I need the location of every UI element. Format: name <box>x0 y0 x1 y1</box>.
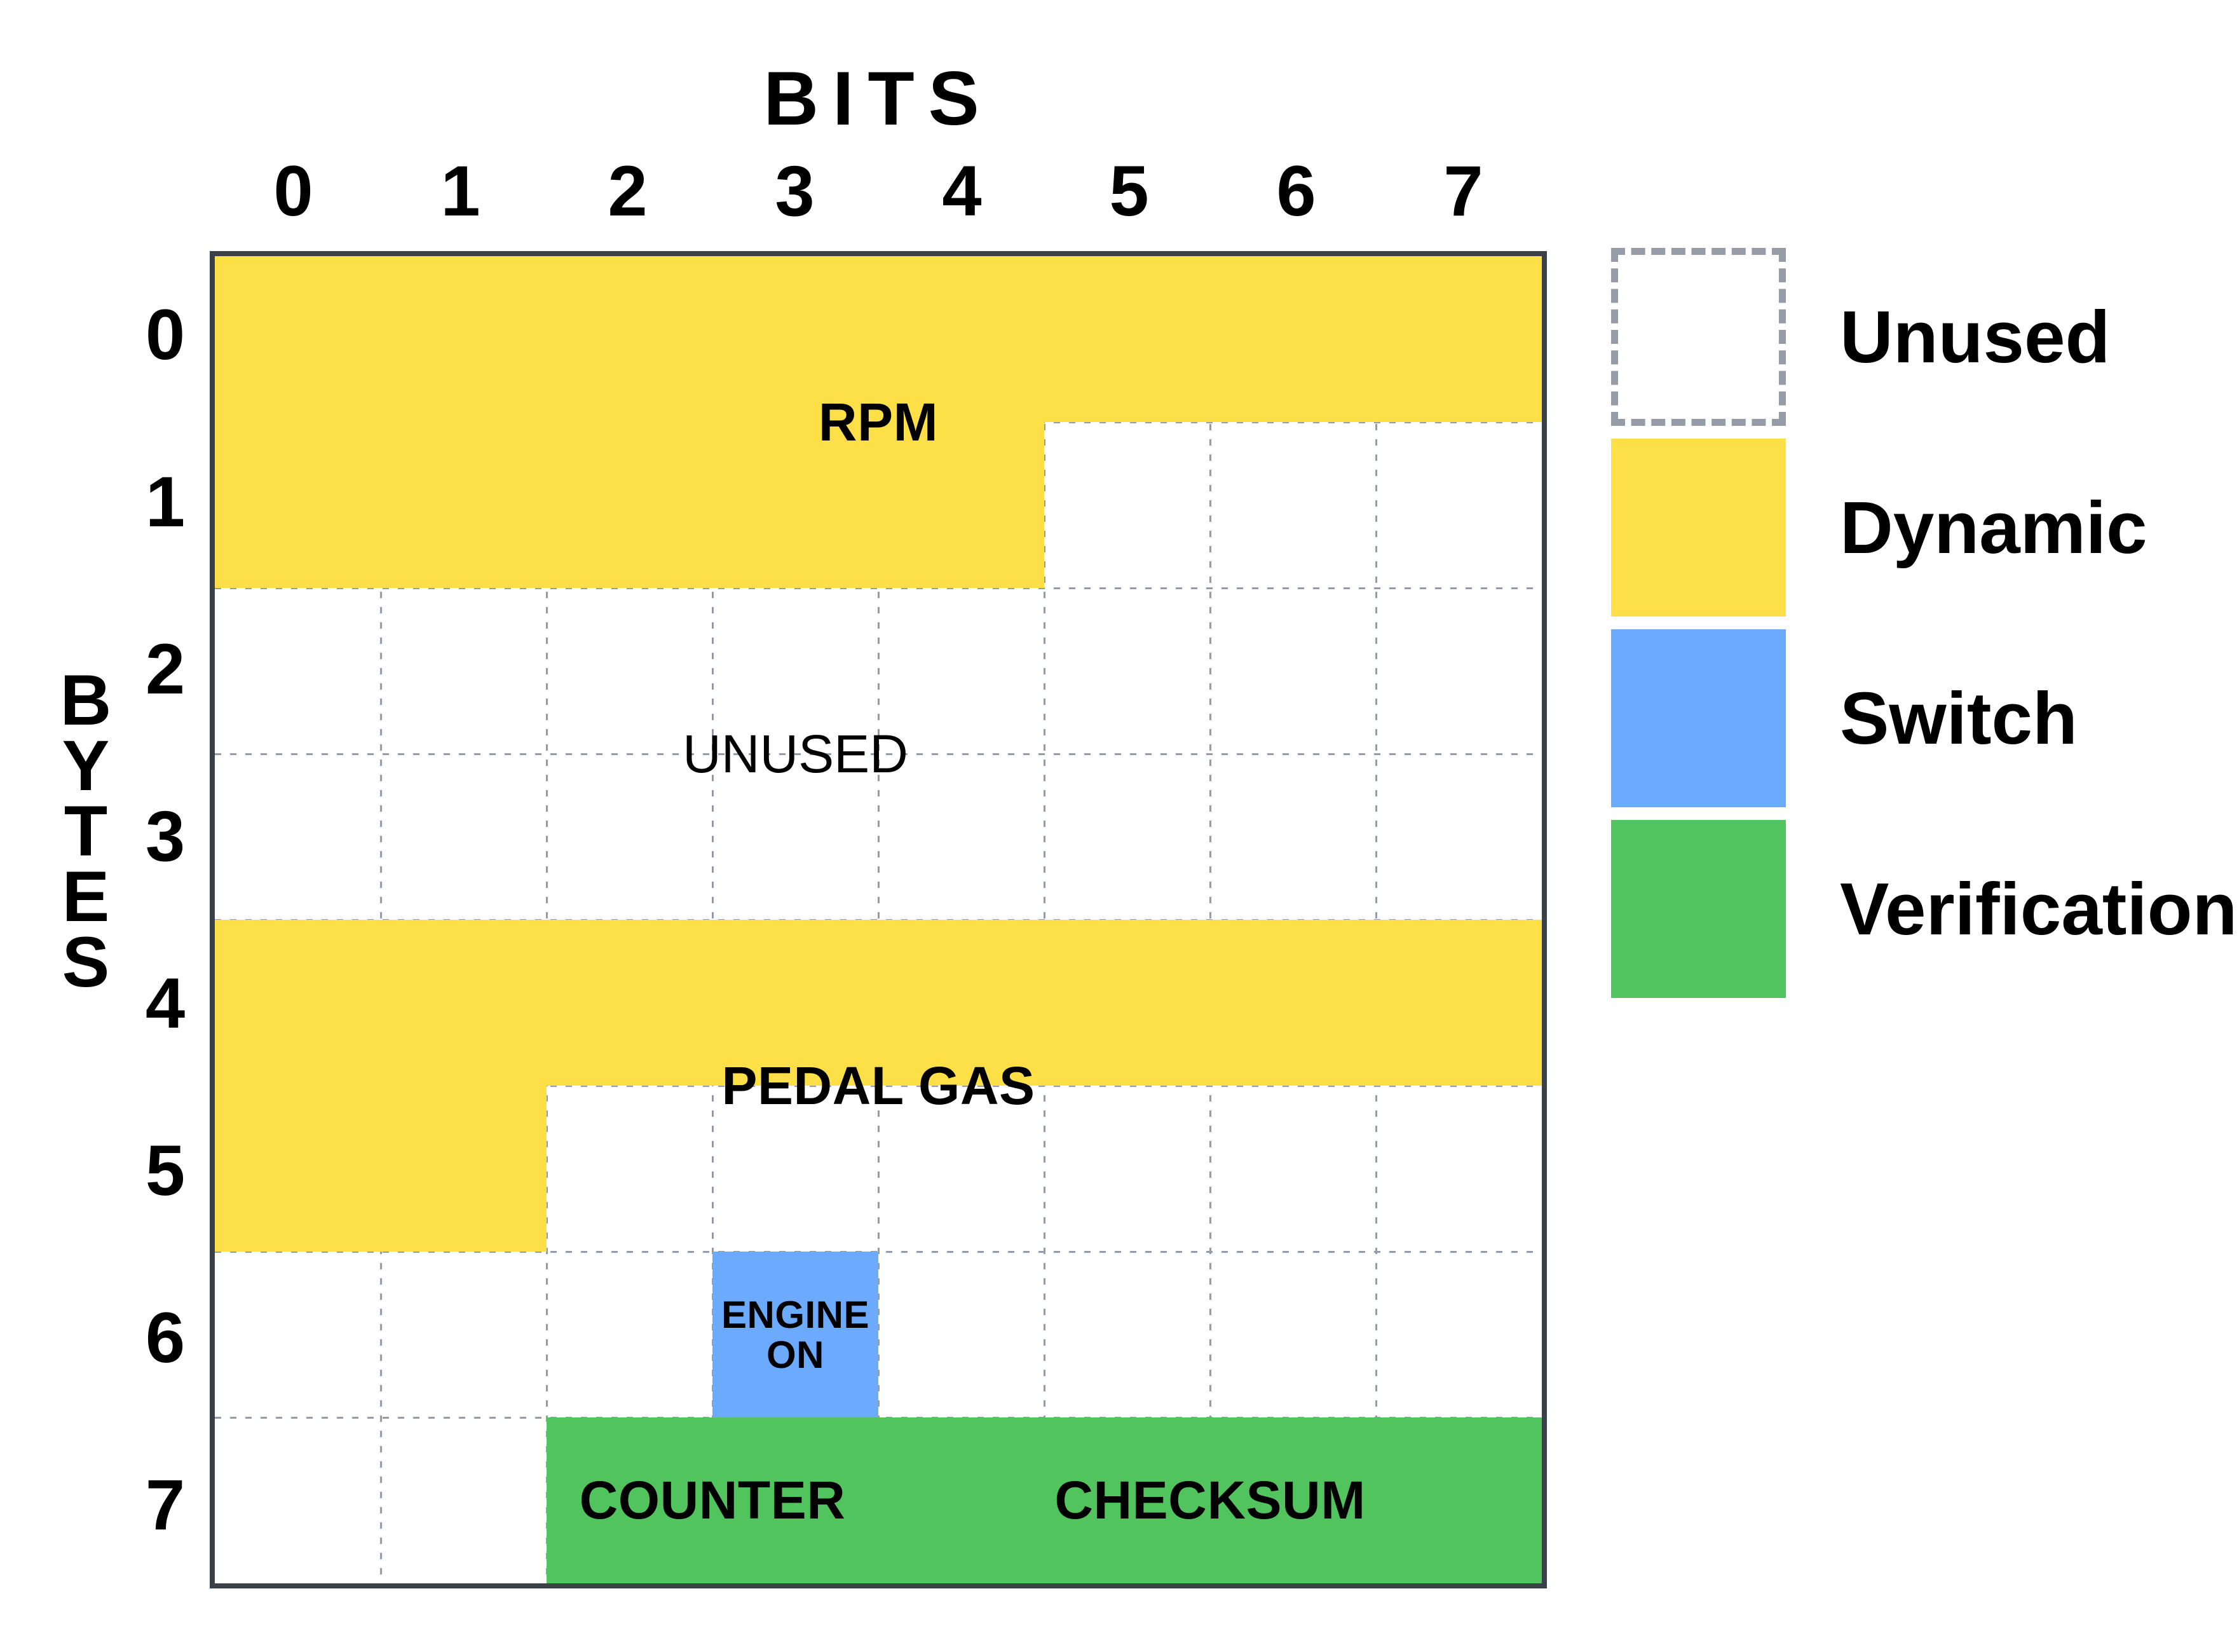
field-block-rpm-head <box>215 256 1542 422</box>
bit-label-4: 4 <box>942 151 982 231</box>
byte-label-0: 0 <box>145 294 186 374</box>
bytes-title-letter-3: E <box>62 857 110 937</box>
legend-item-verification: Verification <box>1611 820 2237 998</box>
legend-swatch-dynamic <box>1611 439 1786 617</box>
bits-axis-title: BITS <box>763 56 993 141</box>
bit-axis: 0 1 2 3 4 5 6 7 <box>210 156 1547 232</box>
field-block-engine-on <box>712 1252 878 1417</box>
byte-axis: 0 1 2 3 4 5 6 7 <box>127 251 203 1588</box>
legend-label-unused: Unused <box>1840 296 2111 378</box>
legend-item-dynamic: Dynamic <box>1611 439 2215 617</box>
legend-swatch-verification <box>1611 820 1786 998</box>
byte-label-1: 1 <box>145 461 186 542</box>
legend-item-switch: Switch <box>1611 629 2215 807</box>
byte-label-3: 3 <box>145 796 186 876</box>
field-block-checksum <box>878 1417 1542 1583</box>
byte-label-2: 2 <box>145 629 186 709</box>
bytes-title-letter-1: Y <box>62 726 110 806</box>
legend-label-switch: Switch <box>1840 677 2078 760</box>
byte-label-6: 6 <box>145 1297 186 1377</box>
bit-label-0: 0 <box>273 151 313 231</box>
bit-label-1: 1 <box>440 151 480 231</box>
legend-swatch-unused <box>1611 248 1786 426</box>
bytes-title-letter-4: S <box>62 922 110 1002</box>
bit-label-7: 7 <box>1443 151 1483 231</box>
legend-item-unused: Unused <box>1611 248 2215 426</box>
byte-label-7: 7 <box>145 1464 186 1545</box>
bytes-title-letter-2: T <box>64 791 108 871</box>
field-block-rpm-tail <box>215 422 1044 588</box>
legend-label-verification: Verification <box>1840 868 2238 950</box>
byte-label-4: 4 <box>145 963 186 1043</box>
legend-label-dynamic: Dynamic <box>1840 486 2147 569</box>
bit-label-5: 5 <box>1109 151 1149 231</box>
bytes-title-letter-0: B <box>60 660 112 740</box>
unused-region-label: UNUSED <box>683 724 908 784</box>
field-block-counter <box>547 1417 878 1583</box>
bit-label-6: 6 <box>1276 151 1316 231</box>
bit-label-3: 3 <box>775 151 815 231</box>
field-block-pedal-gas-tail <box>215 1086 547 1252</box>
bit-label-2: 2 <box>608 151 648 231</box>
field-block-pedal-gas-head <box>215 920 1542 1086</box>
byte-label-5: 5 <box>145 1130 186 1210</box>
legend-swatch-switch <box>1611 629 1786 807</box>
